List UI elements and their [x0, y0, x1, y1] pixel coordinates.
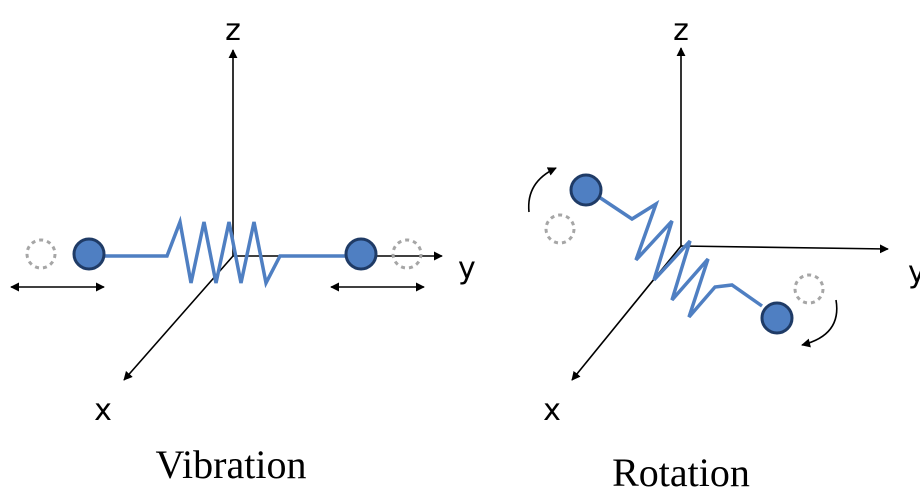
rotation-arrow-upper [527, 167, 557, 213]
atom-right [344, 237, 378, 271]
y-axis-label: y [458, 251, 476, 286]
y-axis-label: y [908, 255, 920, 290]
coordinate-axes [123, 49, 443, 381]
vibration-caption: Vibration [156, 442, 307, 487]
ghost-atom-left [25, 238, 57, 270]
rotation-arrow-lower [801, 299, 838, 348]
spring-bond [598, 195, 764, 319]
ghost-atom-right [391, 238, 423, 270]
ghost-atom-lower [793, 273, 825, 305]
y-axis [680, 244, 889, 254]
atom-lower [760, 301, 794, 335]
rotation-caption: Rotation [612, 450, 750, 491]
atom-upper [569, 173, 603, 207]
z-axis-label: z [673, 13, 689, 48]
rotation-panel: z y x Rotation [527, 13, 920, 491]
ghost-atom-upper [544, 213, 576, 245]
z-axis-label: z [225, 13, 241, 48]
coordinate-axes [571, 47, 889, 381]
vibration-panel: z y x Vibration [10, 13, 476, 487]
x-axis-label: x [94, 393, 112, 428]
x-axis-label: x [543, 393, 561, 428]
spring-bond [104, 215, 346, 289]
atom-left [72, 237, 106, 271]
